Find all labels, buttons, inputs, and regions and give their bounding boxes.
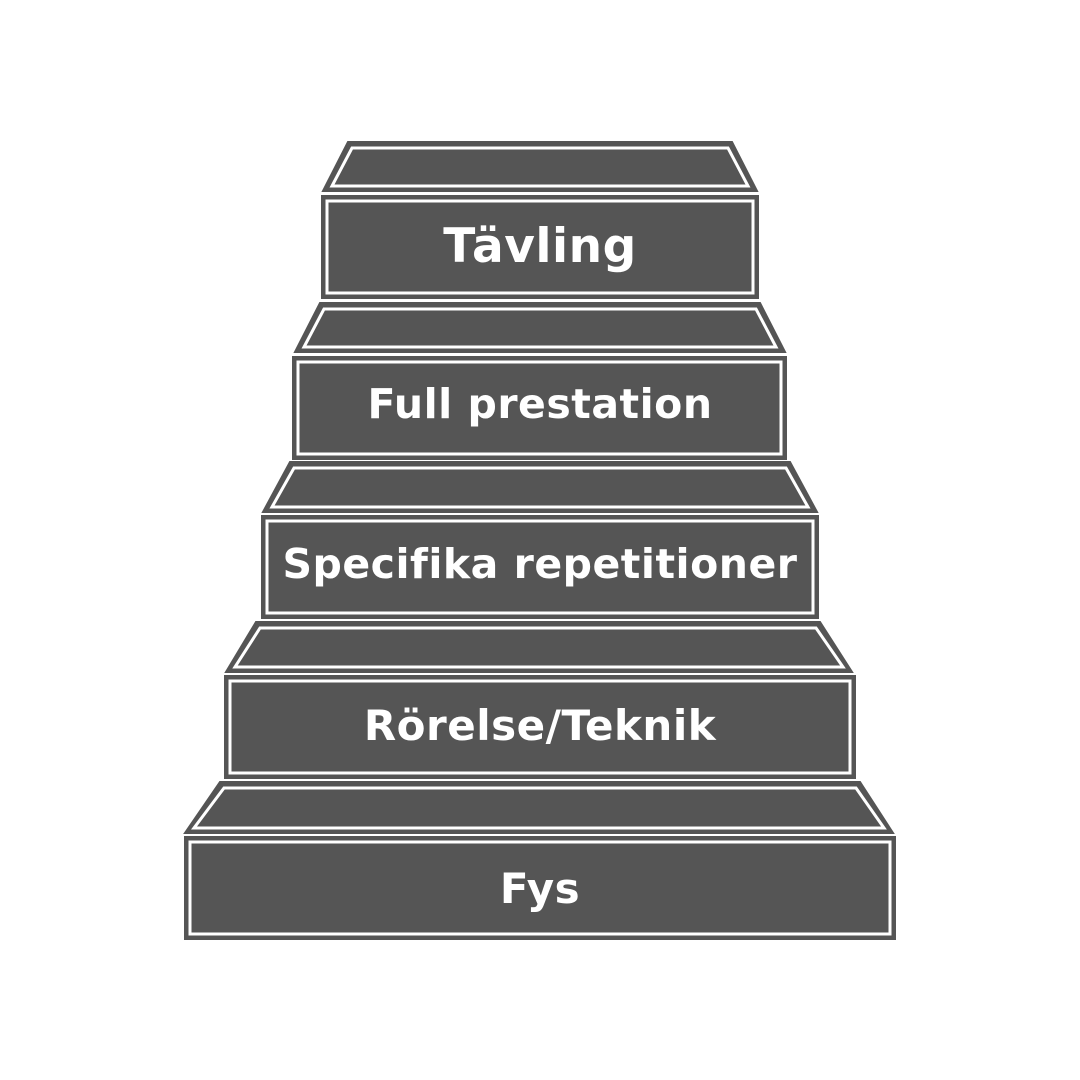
step-2-label: Full prestation xyxy=(367,380,712,428)
step-2: Full prestation xyxy=(292,302,787,460)
step-4-label: Rörelse/Teknik xyxy=(364,701,717,750)
step-5-riser-inner xyxy=(188,840,892,936)
step-1-label: Tävling xyxy=(443,219,636,274)
step-5-label: Fys xyxy=(500,864,580,913)
step-3-tread-inner xyxy=(269,466,811,509)
step-4: Rörelse/Teknik xyxy=(224,621,856,779)
step-5-tread-inner xyxy=(191,786,887,830)
step-4-riser-inner xyxy=(228,679,852,775)
step-1-tread-inner xyxy=(329,146,751,188)
step-1-riser-inner xyxy=(325,199,755,295)
step-4-tread-inner xyxy=(232,626,846,669)
step-5: Fys xyxy=(183,781,896,940)
step-3: Specifika repetitioner xyxy=(261,461,819,619)
step-2-tread-inner xyxy=(301,307,779,349)
step-3-label: Specifika repetitioner xyxy=(282,540,797,588)
step-2-riser-inner xyxy=(296,360,783,456)
step-1: Tävling xyxy=(321,141,759,299)
step-3-riser-inner xyxy=(265,519,815,615)
